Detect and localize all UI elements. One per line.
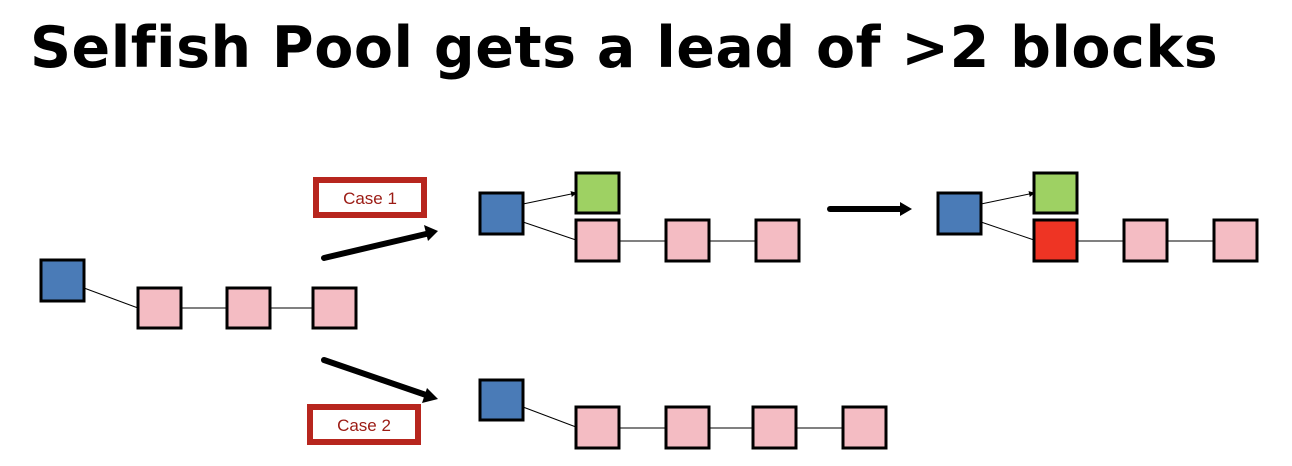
honest-block — [478, 191, 525, 236]
selfish-block — [311, 286, 358, 330]
honest-block — [936, 191, 983, 236]
chain-link — [980, 191, 1035, 205]
case-2-text: Case 2 — [337, 416, 391, 435]
transition-arrow — [827, 202, 912, 216]
selfish-block — [754, 218, 801, 263]
honest-block — [39, 258, 86, 303]
chain-link — [522, 406, 577, 428]
chain-link — [980, 221, 1035, 241]
selfish-block — [574, 405, 621, 450]
case-2-result — [478, 378, 888, 450]
initial-state — [39, 258, 358, 330]
case-1-box — [313, 177, 427, 218]
selfish-block — [664, 405, 711, 450]
selfish-block — [136, 286, 183, 330]
orphaned-block — [1032, 218, 1079, 263]
case-2-box — [307, 404, 421, 445]
case-1-arrow — [321, 225, 438, 261]
chain-link — [83, 287, 139, 309]
selfish-block — [664, 218, 711, 263]
selfish-block — [751, 405, 798, 450]
selfish-block — [841, 405, 888, 450]
chain-link — [522, 221, 577, 241]
honest-block — [478, 378, 525, 422]
case-1-step-a — [478, 171, 801, 263]
selfish-block — [1122, 218, 1169, 263]
case-2-label: Case 2 — [307, 404, 421, 445]
case-1-text: Case 1 — [343, 189, 397, 208]
selfish-block — [225, 286, 272, 330]
case-1-step-b — [936, 171, 1259, 263]
published-honest-block — [574, 171, 621, 215]
selfish-block — [574, 218, 621, 263]
case-2-arrow — [321, 357, 438, 403]
chain-link — [522, 191, 577, 205]
published-honest-block — [1032, 171, 1079, 215]
slide-title: Selfish Pool gets a lead of >2 blocks — [30, 15, 1219, 81]
selfish-block — [1212, 218, 1259, 263]
case-1-label: Case 1 — [313, 177, 427, 218]
